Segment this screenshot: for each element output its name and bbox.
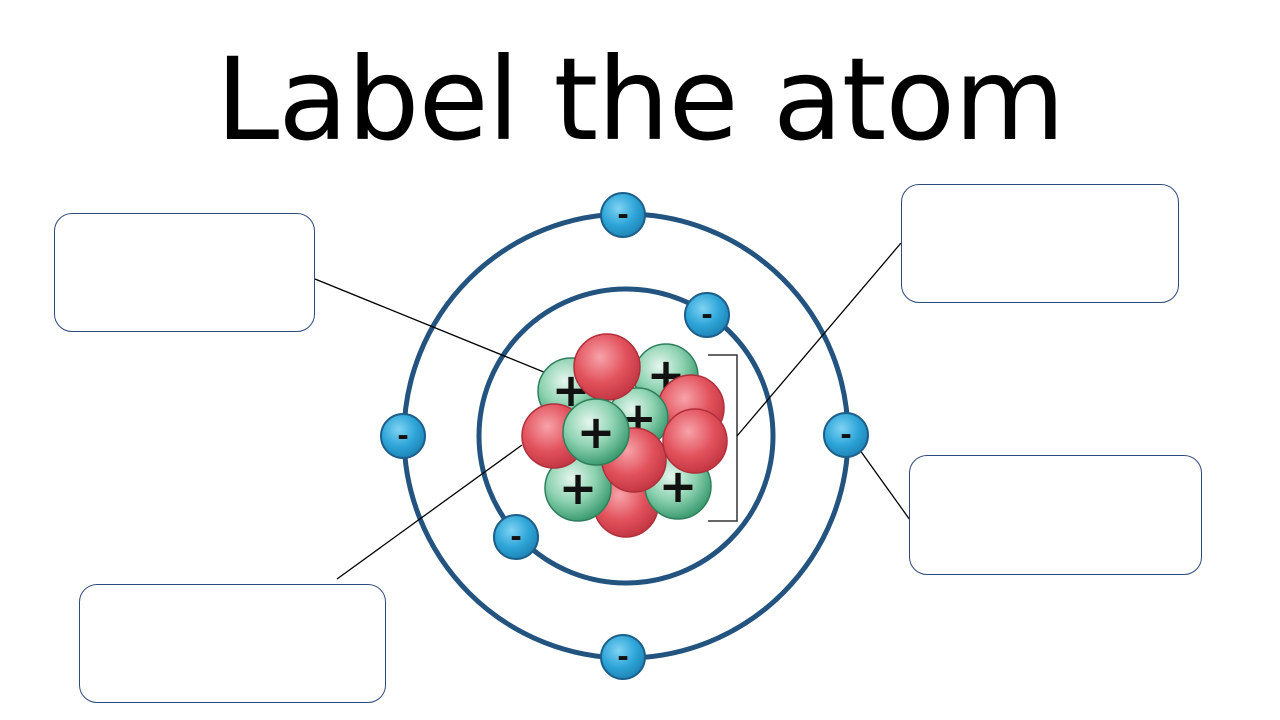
svg-text:-: - [840,418,852,451]
leader-line-top-left [315,279,556,377]
leader-line-top-right [737,243,901,436]
label-box-bottom-right[interactable] [909,455,1202,575]
electron: - [494,515,538,559]
svg-text:+: + [577,405,616,459]
svg-text:+: + [559,461,598,515]
neutron [663,409,727,473]
electron: - [601,193,645,237]
svg-text:-: - [701,298,713,331]
electron: - [601,635,645,679]
label-box-top-right[interactable] [901,184,1179,303]
proton: + [563,399,629,465]
svg-text:-: - [510,520,522,553]
svg-text:-: - [397,419,409,452]
leader-line-bottom-left [337,445,522,579]
electron: - [685,293,729,337]
label-box-bottom-left[interactable] [79,584,386,703]
electron: - [381,414,425,458]
svg-text:-: - [617,640,629,673]
leader-line-bottom-right [857,446,910,520]
electron: - [824,413,868,457]
neutron [574,334,640,400]
svg-text:-: - [617,198,629,231]
label-box-top-left[interactable] [54,213,315,332]
